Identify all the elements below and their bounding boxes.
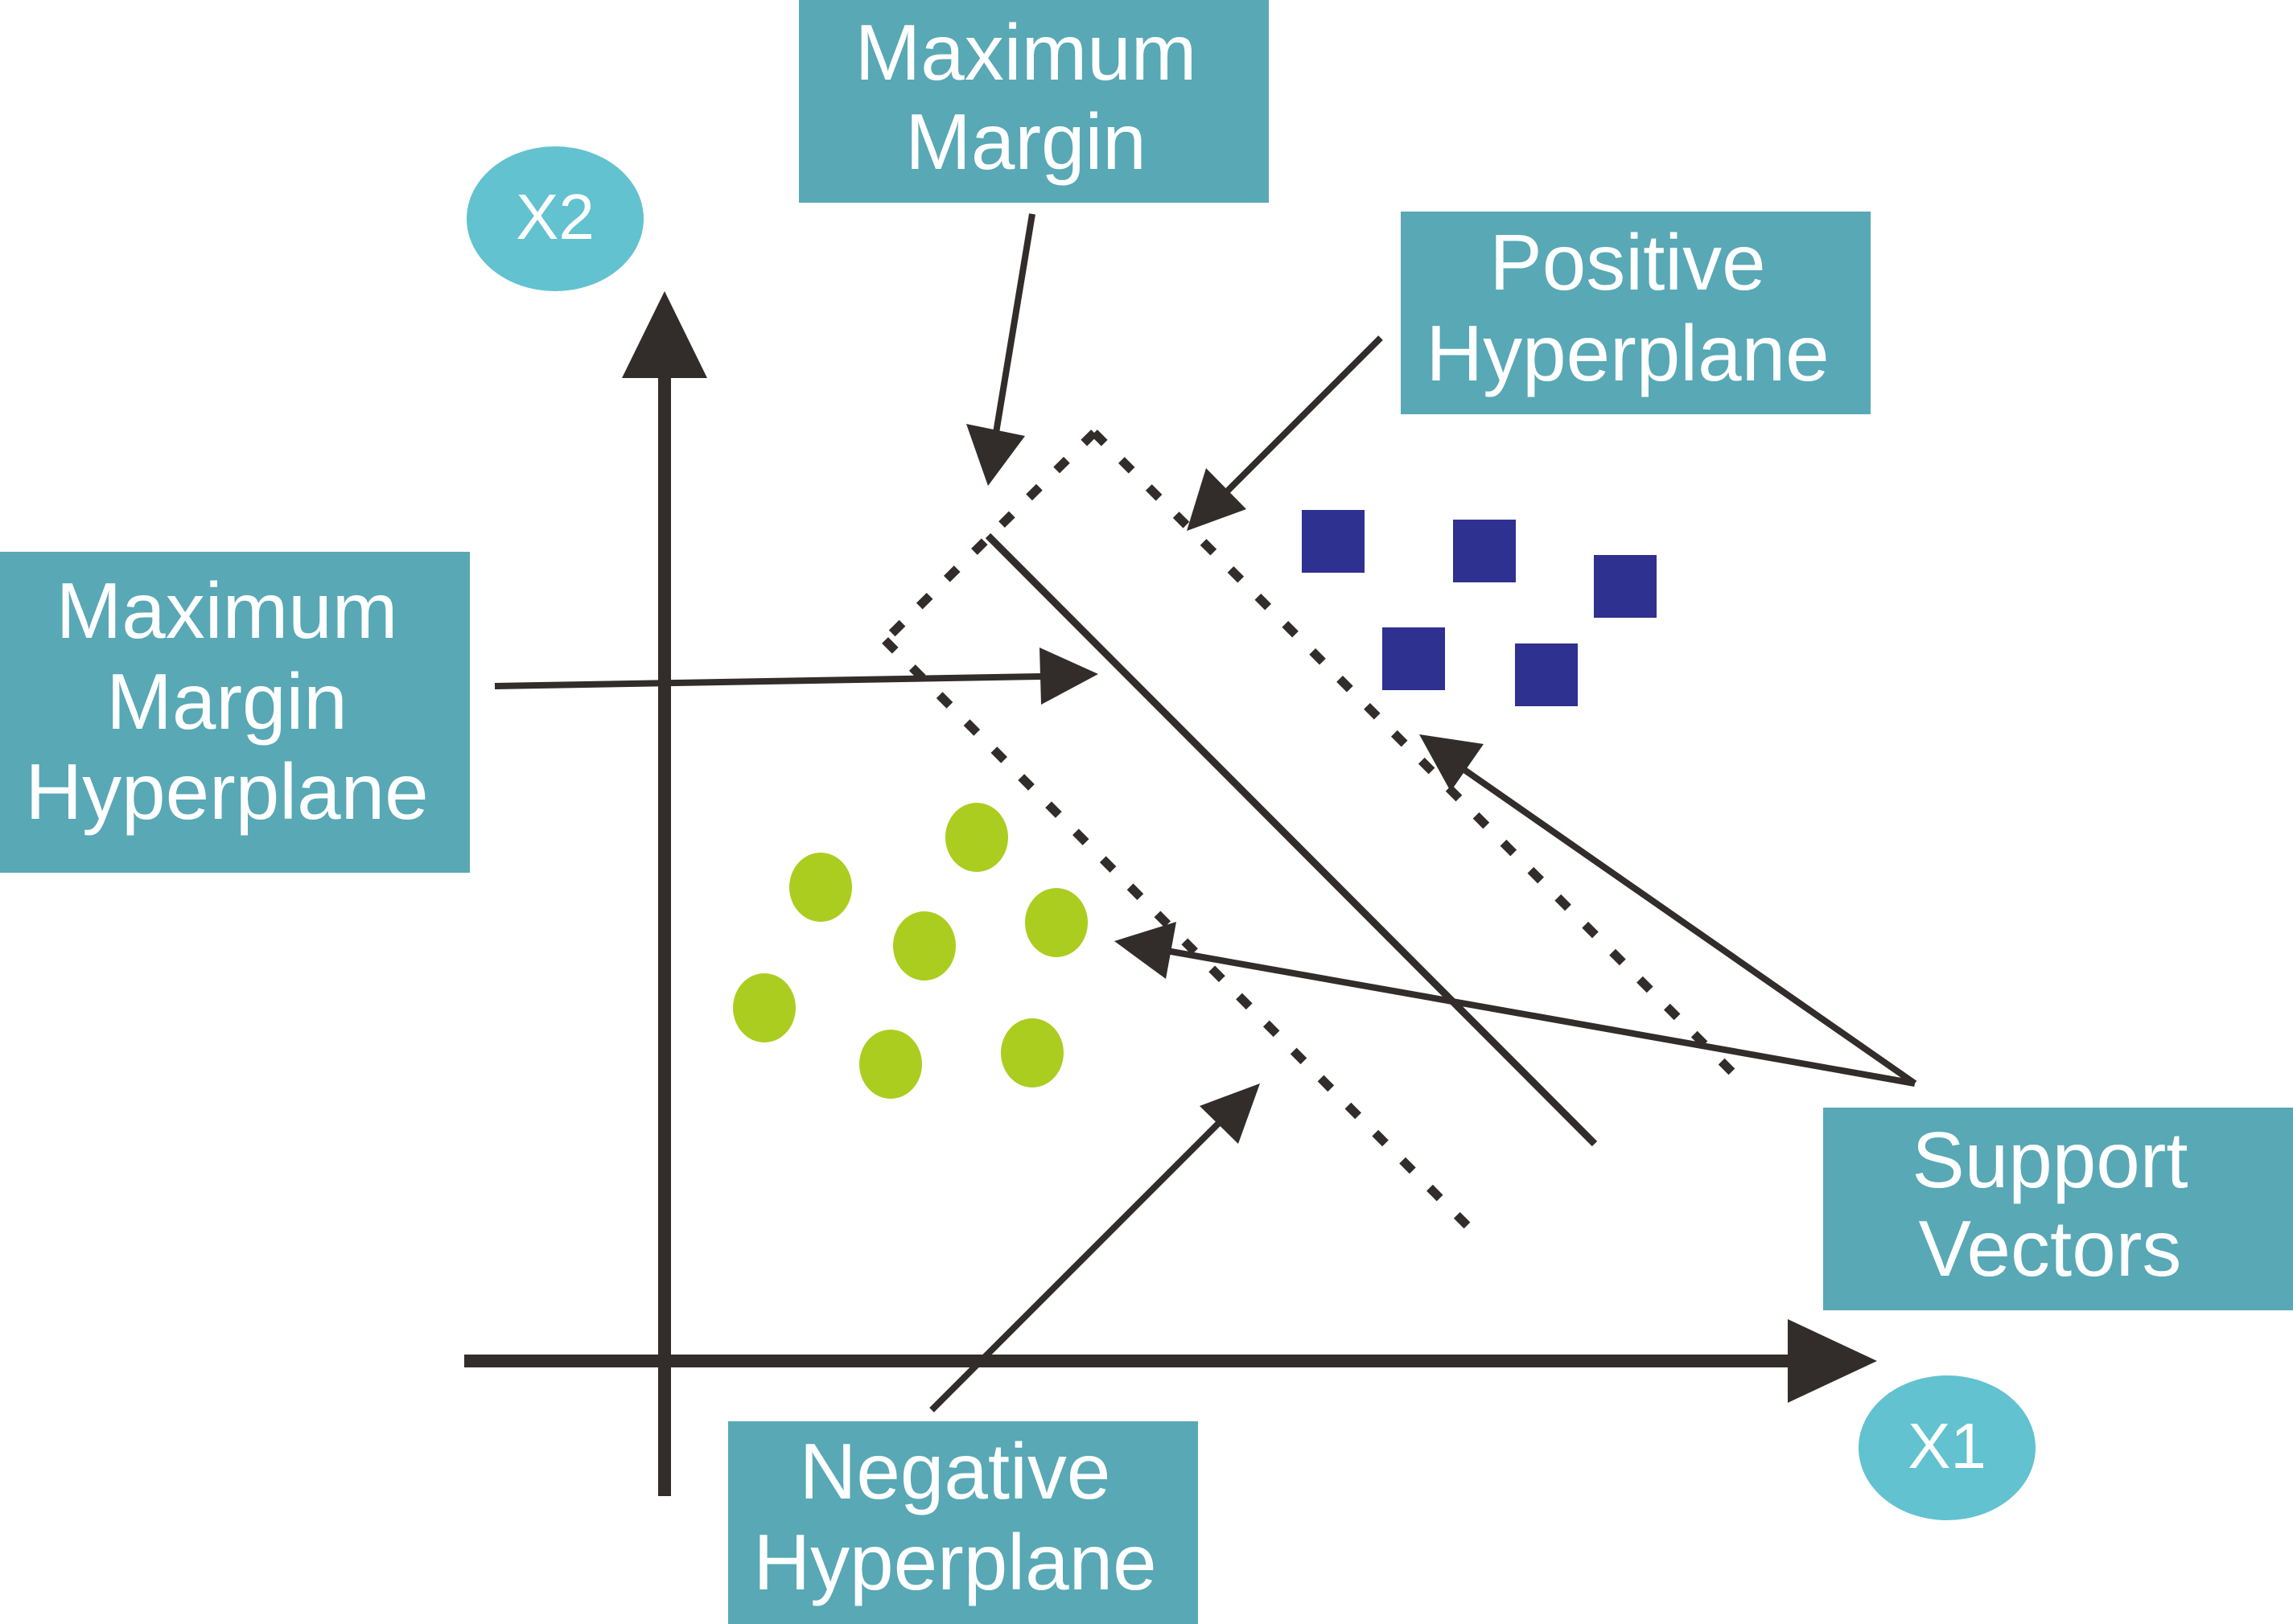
negative-hyperplane-pointer-arrow bbox=[929, 1083, 1260, 1412]
circle-point bbox=[1025, 888, 1088, 957]
support-vectors-label: Support Vectors bbox=[1823, 1108, 2293, 1310]
x2-axis-bubble: X2 bbox=[467, 146, 644, 291]
positive-hyperplane-line bbox=[1091, 430, 1745, 1085]
maximum-margin-hyperplane-label-line3: Hyperplane bbox=[25, 747, 428, 836]
maximum-margin-label: Maximum Margin bbox=[799, 0, 1269, 203]
square-point bbox=[1453, 520, 1516, 582]
maximum-margin-hyperplane-pointer-arrow bbox=[494, 648, 1098, 705]
x1-axis-label: X1 bbox=[1908, 1410, 1986, 1482]
negative-hyperplane-label-line2: Hyperplane bbox=[753, 1518, 1156, 1606]
maximum-margin-label-line2: Margin bbox=[905, 97, 1146, 186]
support-vectors-label-line1: Support bbox=[1912, 1116, 2188, 1204]
circle-point bbox=[893, 911, 956, 981]
negative-hyperplane-label: Negative Hyperplane bbox=[728, 1421, 1198, 1624]
circle-point bbox=[859, 1030, 922, 1099]
support-vector-upper-pointer-arrow bbox=[1419, 734, 1917, 1087]
positive-hyperplane-pointer-arrow bbox=[1187, 335, 1383, 531]
circle-point bbox=[733, 973, 796, 1042]
support-vector-lower-pointer-arrow bbox=[1114, 922, 1916, 1087]
positive-hyperplane-label-line1: Positive bbox=[1489, 218, 1765, 306]
circle-point bbox=[1001, 1018, 1064, 1087]
square-point bbox=[1594, 555, 1657, 618]
maximum-margin-hyperplane-label-line1: Maximum bbox=[56, 566, 398, 655]
positive-hyperplane-label: Positive Hyperplane bbox=[1401, 212, 1871, 414]
square-point bbox=[1515, 643, 1578, 706]
maximum-margin-hyperplane-line bbox=[985, 532, 1598, 1147]
y-axis-arrowhead bbox=[622, 291, 707, 378]
x-axis-arrowhead bbox=[1788, 1319, 1877, 1403]
square-point bbox=[1382, 627, 1445, 690]
support-vectors-label-line2: Vectors bbox=[1919, 1204, 2182, 1293]
maximum-margin-pointer-arrow bbox=[966, 213, 1035, 486]
circle-point bbox=[945, 803, 1008, 872]
maximum-margin-hyperplane-label-line2: Margin bbox=[106, 657, 348, 746]
maximum-margin-label-line1: Maximum bbox=[855, 8, 1197, 97]
circle-class-points bbox=[733, 803, 1088, 1099]
pointer-arrows bbox=[494, 213, 1917, 1412]
hyperplanes bbox=[882, 430, 1745, 1230]
x2-axis-label: X2 bbox=[516, 181, 595, 253]
square-class-points bbox=[1302, 510, 1657, 706]
positive-hyperplane-label-line2: Hyperplane bbox=[1426, 309, 1829, 397]
negative-hyperplane-label-line1: Negative bbox=[800, 1427, 1111, 1515]
square-point bbox=[1302, 510, 1365, 573]
axes bbox=[464, 291, 1877, 1496]
x1-axis-bubble: X1 bbox=[1859, 1375, 2036, 1520]
maximum-margin-hyperplane-label: Maximum Margin Hyperplane bbox=[0, 552, 470, 873]
circle-point bbox=[789, 853, 852, 922]
margin-connector-line bbox=[882, 430, 1097, 643]
